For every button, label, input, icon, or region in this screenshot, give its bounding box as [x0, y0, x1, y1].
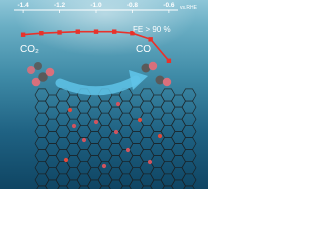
x-tick-label: -0.8	[127, 2, 139, 9]
fe-data-point	[130, 31, 135, 36]
dopant-atom	[71, 123, 77, 129]
graphical-abstract: CO₂ CO -1.4 -1.2 -1.0 -0.8 -0.6 vs.RHE FE > …	[0, 0, 208, 189]
x-axis-unit: vs.RHE	[180, 5, 198, 11]
reactant-label: CO₂	[20, 44, 39, 55]
co-molecule-icon	[141, 61, 172, 87]
co2-molecule-icon	[27, 62, 55, 87]
fe-data-point	[148, 37, 153, 42]
dopant-atom	[67, 107, 73, 113]
dopant-atom	[101, 163, 107, 169]
fe-data-point	[57, 30, 62, 35]
fe-series-points	[20, 29, 172, 63]
dopant-atom	[113, 129, 119, 135]
dopant-atom	[137, 117, 143, 123]
fe-annotation: FE > 90 %	[133, 25, 171, 34]
fe-data-point	[39, 31, 44, 36]
fe-chart: CO₂ CO -1.4 -1.2 -1.0 -0.8 -0.6 vs.RHE FE > …	[18, 2, 198, 189]
x-tick-label: -1.4	[18, 2, 30, 9]
fe-data-point	[20, 32, 26, 37]
fe-data-point	[75, 29, 80, 34]
reaction-arrow	[55, 75, 141, 96]
dopant-atom	[115, 101, 121, 107]
dopant-atoms	[63, 101, 163, 169]
graphene-sheet-illustration	[34, 88, 197, 189]
dopant-atom	[81, 137, 87, 143]
product-label: CO	[136, 44, 151, 55]
x-axis-ticks: -1.4 -1.2 -1.0 -0.8 -0.6	[18, 2, 175, 13]
x-tick-label: -1.2	[54, 2, 66, 9]
dopant-atom	[93, 119, 99, 125]
dopant-atom	[147, 159, 153, 165]
dopant-atom	[125, 147, 131, 153]
fe-data-point	[93, 29, 99, 34]
dopant-atom	[157, 133, 163, 139]
reaction-arrow-head	[129, 70, 148, 90]
x-tick-label: -1.0	[90, 2, 102, 9]
dopant-atom	[63, 157, 69, 163]
x-tick-label: -0.6	[163, 2, 175, 9]
fe-data-point	[166, 58, 172, 63]
fe-data-point	[112, 29, 117, 34]
